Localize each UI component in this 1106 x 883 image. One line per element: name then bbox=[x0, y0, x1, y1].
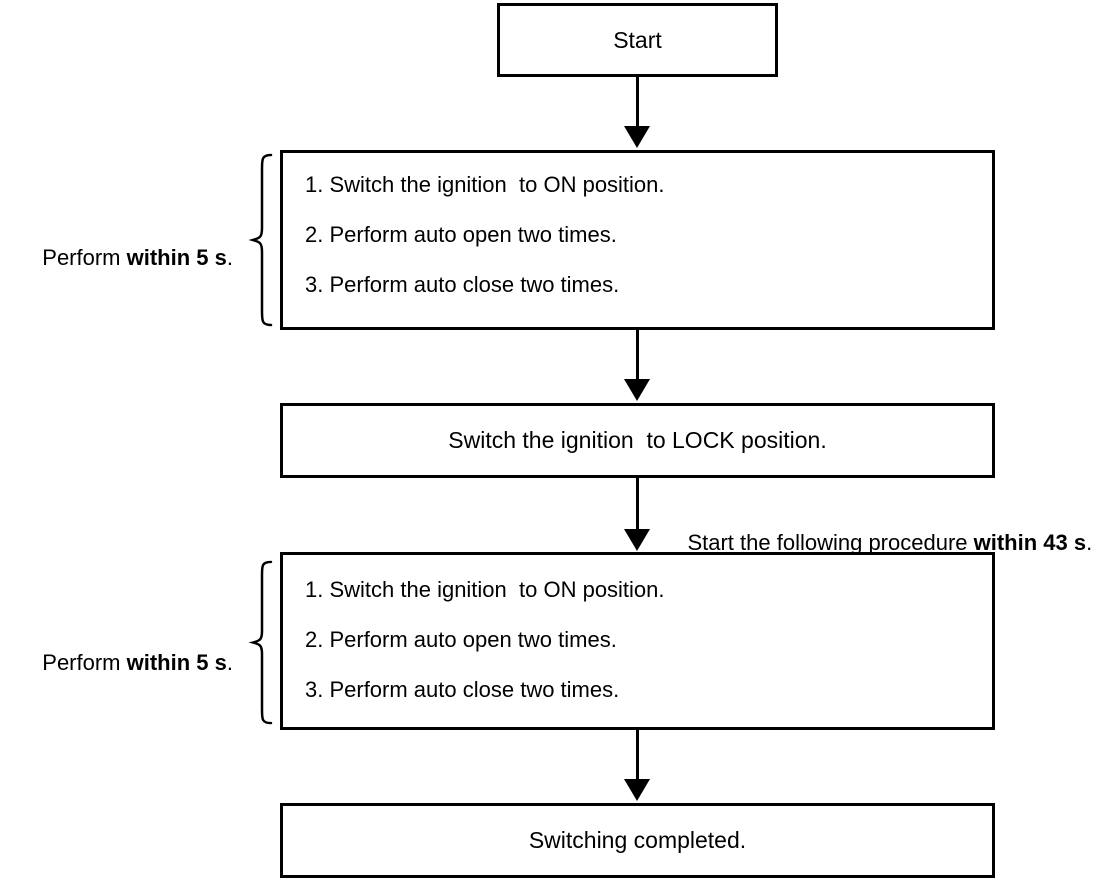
annotation-suffix: . bbox=[1086, 530, 1093, 555]
procedure-step-text: 2. Perform auto open two times. bbox=[305, 222, 617, 247]
procedure-step: 1. Switch the ignition to ON position. bbox=[305, 565, 982, 615]
procedure-box-2: 1. Switch the ignition to ON position. 2… bbox=[280, 552, 995, 730]
completed-node: Switching completed. bbox=[280, 803, 995, 878]
procedure-step-text: 2. Perform auto open two times. bbox=[305, 627, 617, 652]
procedure-step: 3. Perform auto close two times. bbox=[305, 665, 982, 715]
flow-arrow-4 bbox=[624, 729, 650, 801]
start-node: Start bbox=[497, 3, 778, 77]
procedure-step: 2. Perform auto open two times. bbox=[305, 210, 982, 260]
flow-arrow-2 bbox=[624, 329, 650, 401]
arrow-shaft bbox=[635, 477, 639, 529]
annotation-suffix: . bbox=[226, 650, 233, 675]
annotation-bold: within 43 s bbox=[973, 530, 1087, 555]
procedure-step: 2. Perform auto open two times. bbox=[305, 615, 982, 665]
annotation-bold: within 5 s bbox=[126, 650, 227, 675]
flow-arrow-1 bbox=[624, 76, 650, 148]
flow-arrow-3 bbox=[624, 477, 650, 551]
annotation-perform-within-5s-1: Perform within 5 s. bbox=[0, 213, 233, 303]
completed-label: Switching completed. bbox=[528, 827, 747, 853]
procedure-step-text: 1. Switch the ignition to ON position. bbox=[305, 577, 665, 602]
procedure-step-text: 3. Perform auto close two times. bbox=[305, 677, 620, 702]
arrow-shaft bbox=[635, 329, 639, 379]
arrow-head-icon bbox=[624, 379, 650, 401]
arrow-head-icon bbox=[624, 779, 650, 801]
procedure-box-1: 1. Switch the ignition to ON position. 2… bbox=[280, 150, 995, 330]
annotation-prefix: Perform bbox=[42, 650, 127, 675]
annotation-prefix: Start the following procedure bbox=[687, 530, 974, 555]
left-brace-icon-2 bbox=[248, 560, 273, 725]
annotation-bold: within 5 s bbox=[126, 245, 227, 270]
procedure-step-text: 3. Perform auto close two times. bbox=[305, 272, 620, 297]
annotation-prefix: Perform bbox=[42, 245, 127, 270]
annotation-suffix: . bbox=[226, 245, 233, 270]
procedure-step: 3. Perform auto close two times. bbox=[305, 260, 982, 310]
start-node-label: Start bbox=[613, 26, 662, 53]
lock-position-label: Switch the ignition to LOCK position. bbox=[448, 427, 827, 453]
arrow-shaft bbox=[635, 76, 639, 126]
procedure-step: 1. Switch the ignition to ON position. bbox=[305, 160, 982, 210]
arrow-head-icon bbox=[624, 126, 650, 148]
annotation-within-43s: Start the following procedure within 43 … bbox=[663, 498, 1092, 588]
lock-position-node: Switch the ignition to LOCK position. bbox=[280, 403, 995, 478]
annotation-perform-within-5s-2: Perform within 5 s. bbox=[0, 618, 233, 708]
arrow-head-icon bbox=[624, 529, 650, 551]
procedure-step-text: 1. Switch the ignition to ON position. bbox=[305, 172, 665, 197]
left-brace-icon-1 bbox=[248, 153, 273, 327]
arrow-shaft bbox=[635, 729, 639, 779]
